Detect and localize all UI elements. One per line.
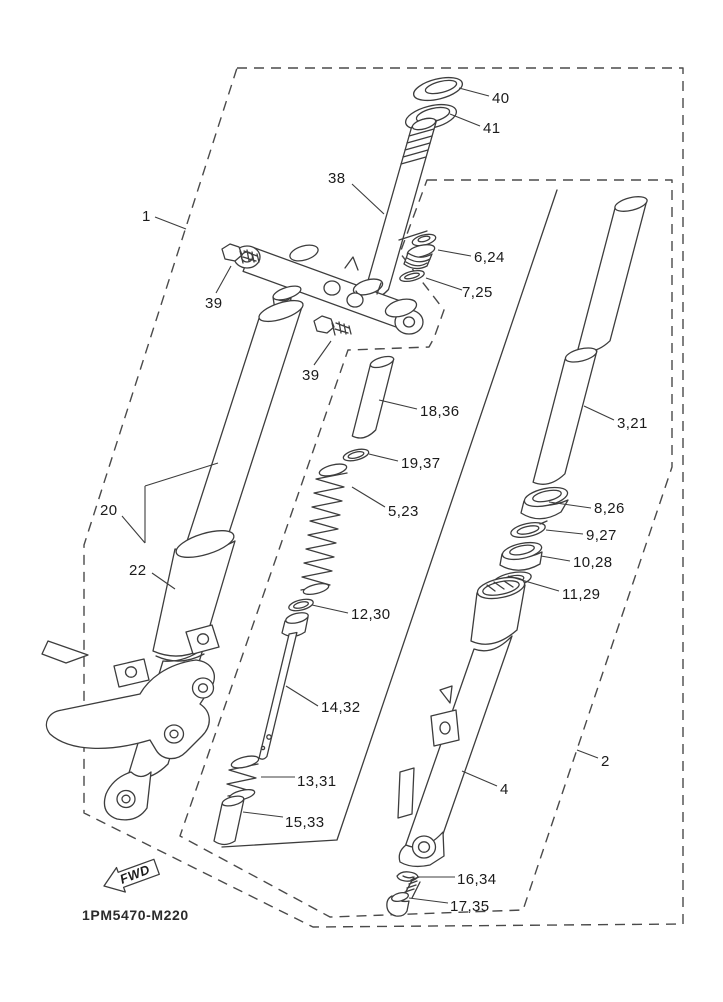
callout-22: 22: [129, 562, 147, 579]
callout-6-24: 6,24: [474, 249, 505, 266]
assembly-boundary-1: [83, 67, 684, 928]
washer-40: [412, 76, 464, 102]
callout-38: 38: [328, 170, 346, 187]
callout-40: 40: [492, 90, 510, 107]
inner-tube-3-21: [532, 196, 648, 485]
washer-12-30: [288, 598, 314, 612]
rebound-spring-13-31: [226, 755, 260, 802]
drawing-code: 1PM5470-M220: [82, 907, 189, 923]
washer-16-34: [396, 871, 419, 882]
callout-14-32: 14,32: [321, 699, 361, 716]
cap-bolt-6-24: [403, 233, 437, 270]
stem-thread-lines: [400, 128, 435, 165]
callout-10-28: 10,28: [573, 554, 613, 571]
oil-seal-10-28: [499, 541, 543, 571]
pinch-bolt-39-lower: [313, 315, 352, 336]
callout-3-21: 3,21: [617, 415, 648, 432]
callout-11-29: 11,29: [562, 586, 600, 603]
outer-tube-4: [397, 576, 526, 868]
callout-15-33: 15,33: [285, 814, 325, 831]
divider-line: [221, 189, 558, 848]
callout-8-26: 8,26: [594, 500, 625, 517]
callout-39-lower: 39: [302, 367, 320, 384]
bracket-20: [121, 462, 219, 544]
damper-rod-14-32: [258, 612, 309, 760]
cap-8-26: [520, 486, 569, 520]
spacer-18-36: [351, 355, 395, 439]
callout-1: 1: [142, 208, 151, 225]
callout-7-25: 7,25: [462, 284, 493, 301]
callout-18-36: 18,36: [420, 403, 460, 420]
callout-4: 4: [500, 781, 509, 798]
callout-12-30: 12,30: [351, 606, 391, 623]
fender-stay: [41, 640, 89, 664]
fwd-arrow-icon: [103, 858, 160, 893]
callout-39-upper: 39: [205, 295, 223, 312]
callout-9-27: 9,27: [586, 527, 617, 544]
steering-stem-38: [362, 117, 438, 300]
o-ring-7-25: [399, 269, 425, 283]
callout-16-34: 16,34: [457, 871, 497, 888]
callout-20: 20: [100, 502, 118, 519]
washer-19-37: [342, 448, 370, 462]
callout-19-37: 19,37: [401, 455, 441, 472]
callout-17-35: 17,35: [450, 898, 490, 915]
damper-bolt-17-35: [386, 876, 421, 917]
callout-labels: 40 41 38 1 6,24 7,25 39 39 18,36 3,21 19…: [100, 90, 648, 915]
leader-lines: [121, 87, 615, 904]
lower-triple-clamp: [233, 244, 424, 335]
pinch-bolt-39-upper: [221, 243, 260, 264]
left-fork-leg: [41, 285, 304, 821]
assembly-boundary-2: [179, 179, 673, 918]
fork-spring-5-23: [300, 463, 348, 596]
oil-lock-piece-15-33: [213, 795, 245, 846]
callout-2: 2: [601, 753, 610, 770]
callout-41: 41: [483, 120, 501, 137]
callout-5-23: 5,23: [388, 503, 419, 520]
callout-13-31: 13,31: [297, 773, 337, 790]
clip-9-27: [510, 520, 548, 538]
